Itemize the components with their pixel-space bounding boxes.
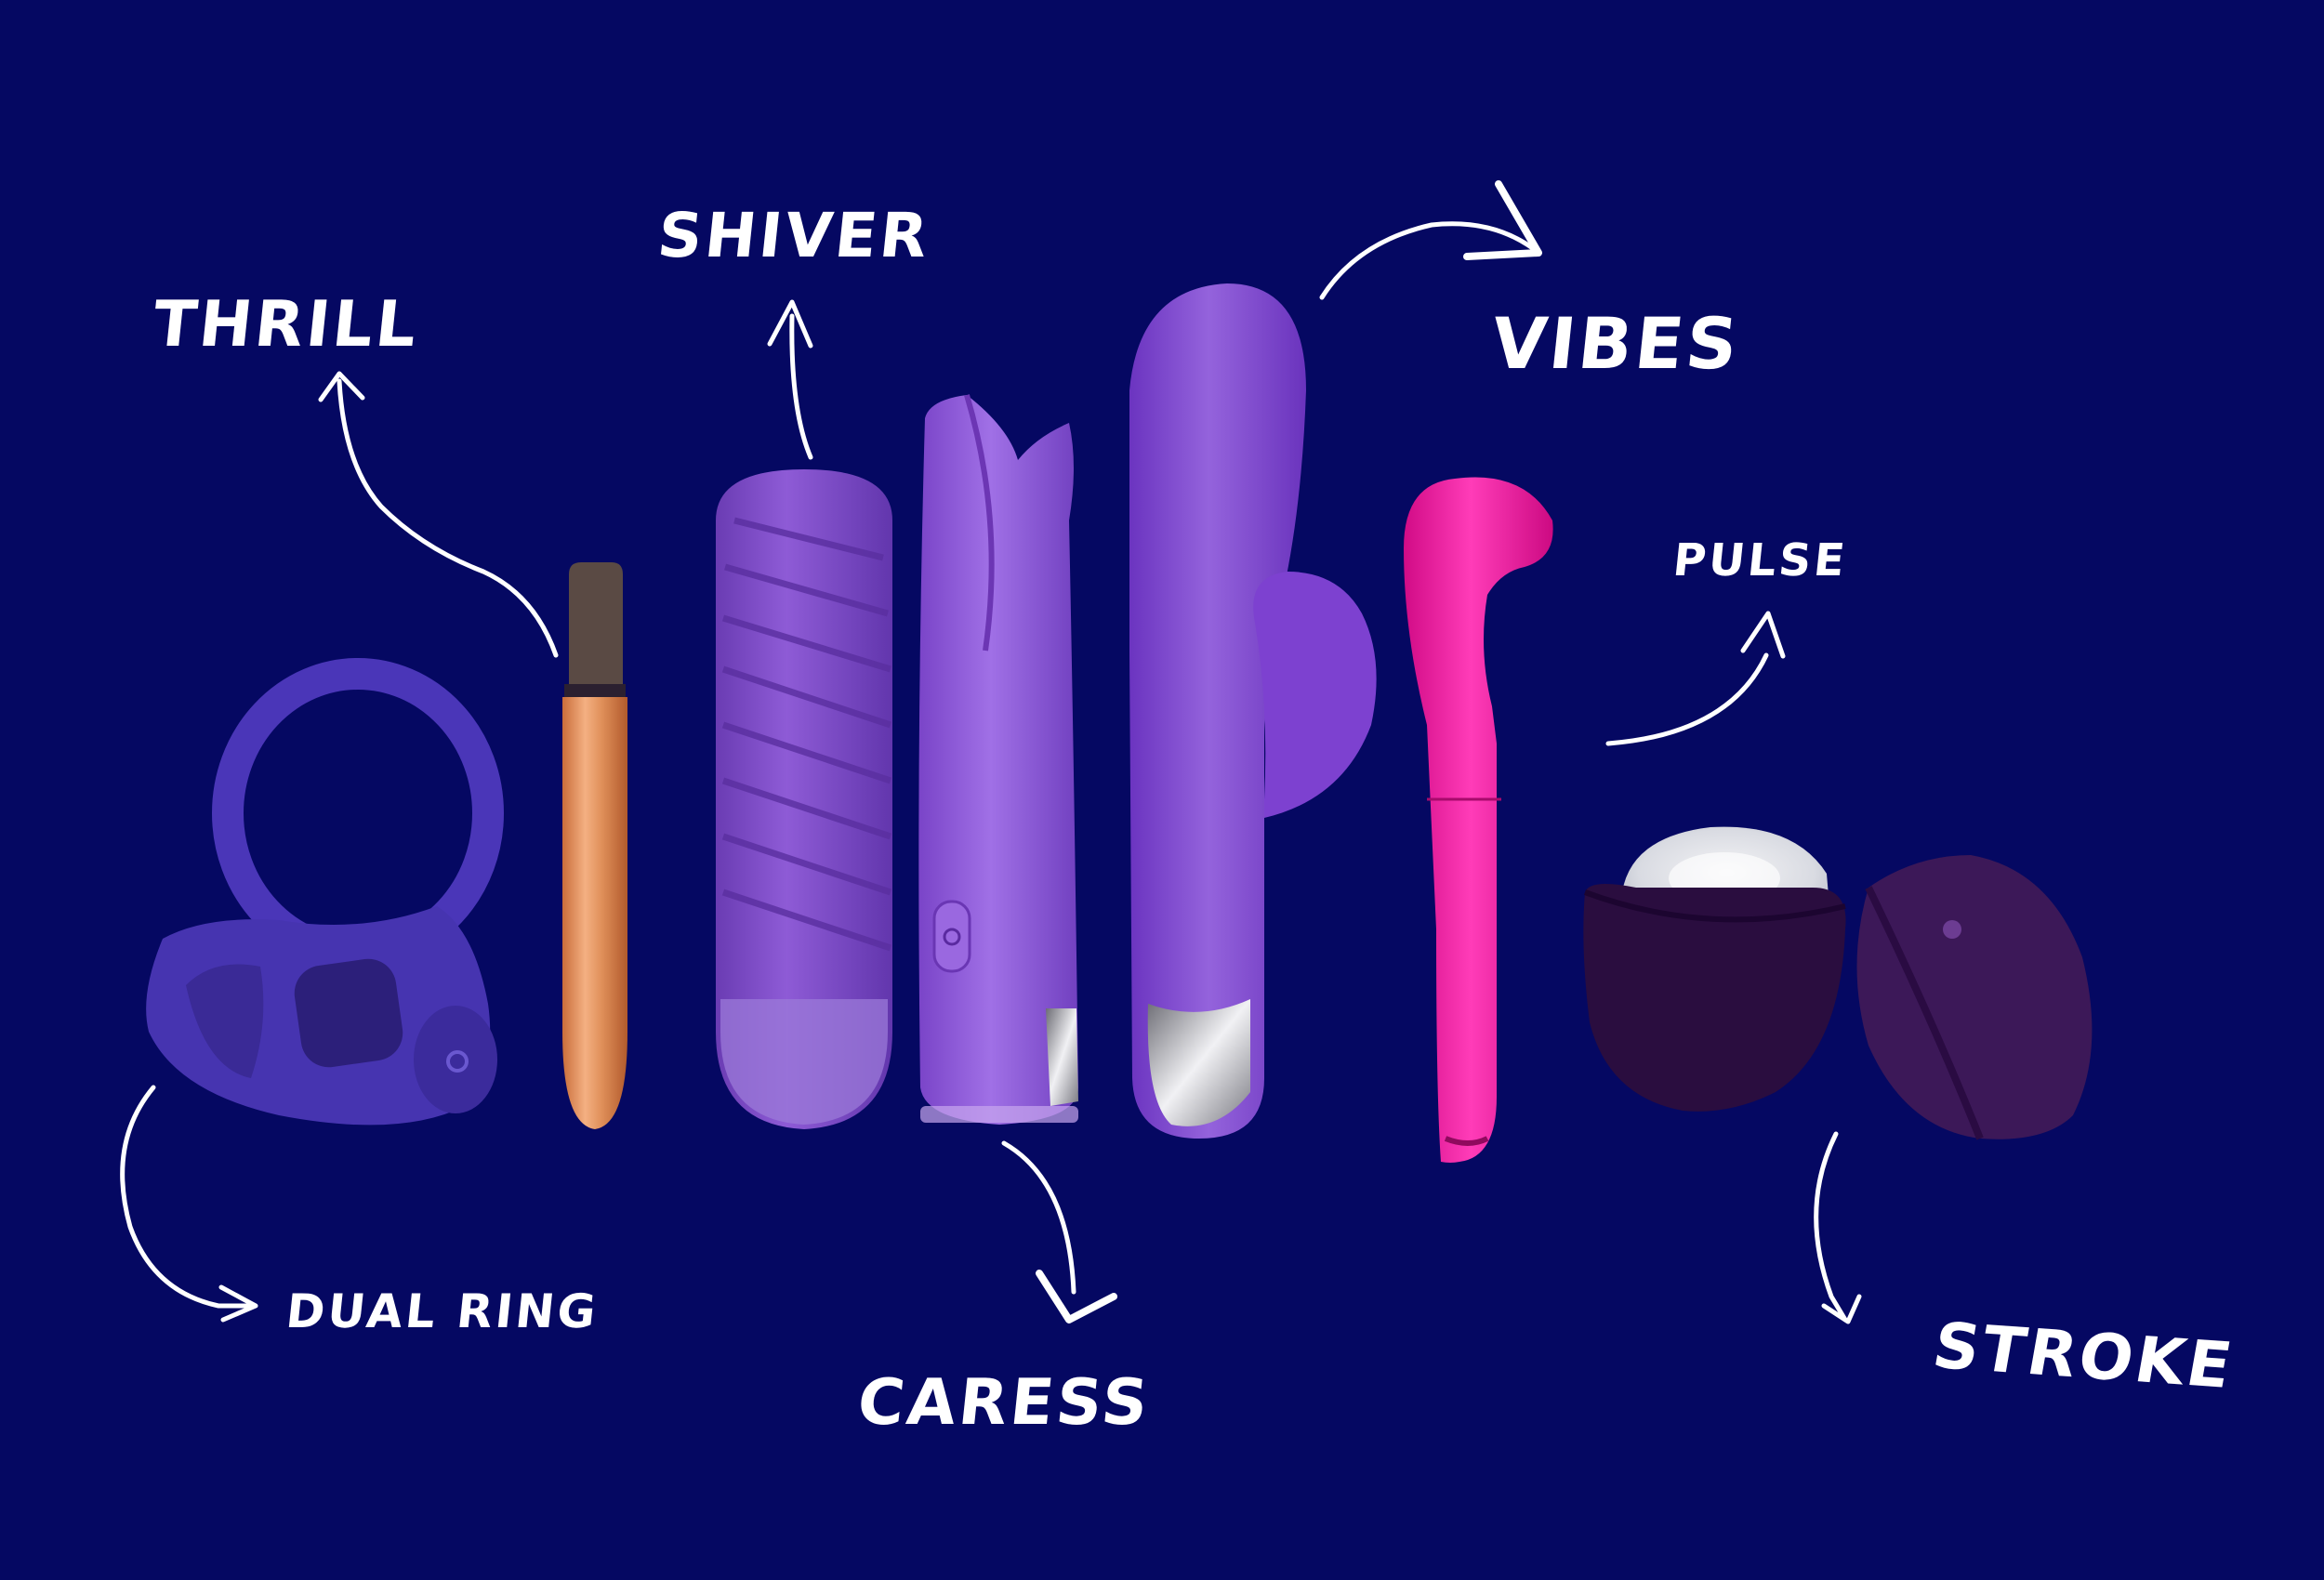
petal-vibrator-icon [918,394,1078,1125]
ribbed-vibrator-icon [716,469,892,1129]
label-caress: Caress [853,1366,1155,1440]
pulse-arrow-icon [1605,611,1786,746]
label-dual-ring: Dual Ring [283,1284,601,1338]
dual-ring-arrow-icon [120,1085,258,1323]
label-vibes: Vibes [1487,302,1745,385]
stroke-arrow-icon [1814,1131,1862,1324]
thrill-arrow-icon [318,371,559,658]
label-pulse: pulse [1670,534,1851,586]
caress-arrow-icon [1001,1140,1117,1323]
rabbit-vibrator-icon [1129,283,1377,1139]
bullet-vibrator-icon [562,562,627,1129]
shiver-arrow-icon [767,299,813,460]
label-shiver: Shiver [654,200,934,271]
gspot-vibrator-icon [1404,477,1553,1163]
label-thrill: Thrill [149,288,423,362]
stroker-egg-icon [1583,826,2093,1140]
vibes-arrow-icon [1319,180,1542,300]
ring-toy-icon [146,658,504,1126]
